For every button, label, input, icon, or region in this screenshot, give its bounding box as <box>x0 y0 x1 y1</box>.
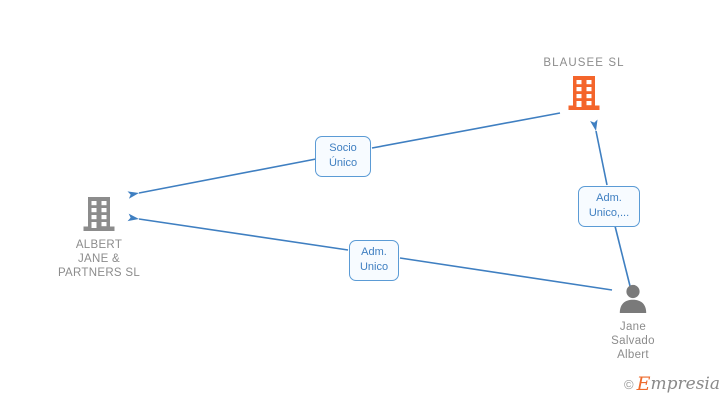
node-blausee-label: BLAUSEE SL <box>543 57 625 69</box>
edge-label-adm-unico[interactable]: Adm. Unico <box>349 240 399 281</box>
brand-initial: E <box>636 373 651 395</box>
building-icon <box>82 194 116 234</box>
edge-adm-unico <box>127 213 613 291</box>
edge-label-socio-unico[interactable]: Socio Único <box>315 136 371 177</box>
node-albert-jane-partners-label: ALBERT JANE & PARTNERS SL <box>57 239 141 279</box>
node-albert-jane-partners[interactable]: ALBERT JANE & PARTNERS SL <box>39 194 159 280</box>
node-blausee[interactable]: BLAUSEE SL <box>524 56 644 113</box>
node-jane-salvado-albert-label: Jane Salvado Albert <box>611 321 655 361</box>
node-jane-salvado-albert[interactable]: Jane Salvado Albert <box>573 282 693 362</box>
copyright-icon: © <box>624 377 634 392</box>
building-icon <box>567 73 601 113</box>
person-icon <box>616 282 650 316</box>
empresia-watermark: © E mpresia <box>624 375 720 394</box>
edge-adm-unico-2 <box>590 119 631 287</box>
edge-socio-unico <box>127 112 561 199</box>
brand-name: mpresia <box>650 374 721 394</box>
edge-label-adm-unico-truncated[interactable]: Adm. Unico,... <box>578 186 640 227</box>
